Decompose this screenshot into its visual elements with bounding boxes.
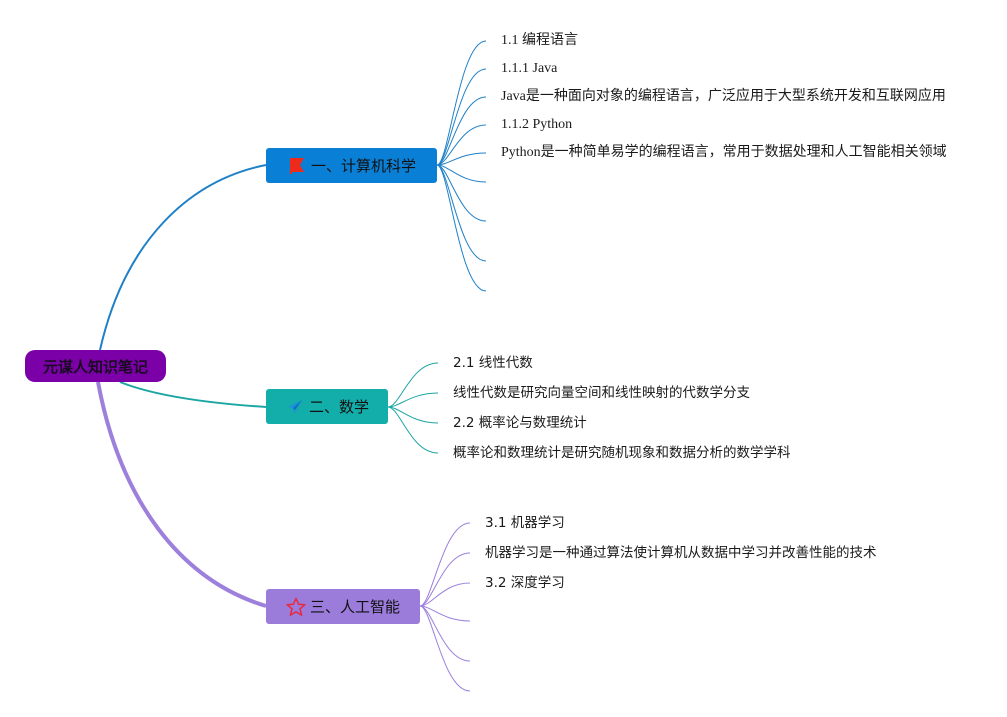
leaf-item[interactable]: 2.1 线性代数 — [453, 355, 533, 371]
leaf-item[interactable]: 机器学习是一种通过算法使计算机从数据中学习并改善性能的技术 — [485, 545, 877, 561]
leaf-connector — [436, 96, 487, 166]
topic-label: 一、计算机科学 — [310, 157, 416, 175]
red-flag-icon — [287, 156, 307, 176]
leaf-connector — [419, 552, 471, 607]
red-star-outline-icon — [286, 597, 306, 617]
leaf-item[interactable]: 3.1 机器学习 — [485, 515, 565, 531]
leaf-connector — [419, 582, 471, 607]
leaf-connector — [436, 164, 487, 183]
root-node[interactable]: 元谋人知识笔记 — [25, 350, 166, 382]
leaf-connector — [436, 68, 487, 166]
leaf-connector — [419, 605, 471, 662]
leaf-item[interactable]: 1.1 编程语言 — [501, 33, 578, 48]
leaf-connector — [436, 152, 487, 166]
leaf-connector — [419, 522, 471, 607]
leaf-item[interactable]: 2.2 概率论与数理统计 — [453, 415, 587, 431]
paper-plane-icon — [285, 397, 305, 417]
topic-label: 二、数学 — [308, 398, 369, 416]
connector-root-to-ai — [96, 381, 267, 608]
leaf-connector — [387, 406, 439, 424]
leaf-connector — [419, 605, 471, 692]
leaf-connector — [387, 362, 439, 408]
topic-label: 三、人工智能 — [309, 598, 400, 616]
leaf-connector — [436, 124, 487, 166]
topic-math[interactable]: 二、数学 — [266, 389, 388, 424]
leaf-item[interactable]: 1.1.1 Java — [501, 61, 558, 76]
topic-computer-science[interactable]: 一、计算机科学 — [266, 148, 437, 183]
leaf-connector — [387, 392, 439, 408]
connector-root-to-math — [119, 381, 267, 408]
leaf-connector — [436, 164, 487, 292]
leaf-item[interactable]: 线性代数是研究向量空间和线性映射的代数学分支 — [453, 385, 750, 401]
leaf-connector — [436, 40, 487, 166]
leaf-item[interactable]: 3.2 深度学习 — [485, 575, 565, 591]
leaf-item[interactable]: Python是一种简单易学的编程语言，常用于数据处理和人工智能相关领域 — [501, 145, 947, 160]
leaf-connector — [436, 164, 487, 222]
connector-root-to-computer-science — [99, 164, 267, 351]
leaf-item[interactable]: 1.1.2 Python — [501, 117, 573, 132]
leaf-item[interactable]: 概率论和数理统计是研究随机现象和数据分析的数学学科 — [453, 445, 791, 461]
root-label: 元谋人知识笔记 — [42, 357, 148, 376]
leaf-connector — [419, 605, 471, 622]
leaf-item[interactable]: Java是一种面向对象的编程语言，广泛应用于大型系统开发和互联网应用 — [501, 89, 946, 104]
topic-artificial-intelligence[interactable]: 三、人工智能 — [266, 589, 420, 624]
leaf-connector — [387, 406, 439, 454]
